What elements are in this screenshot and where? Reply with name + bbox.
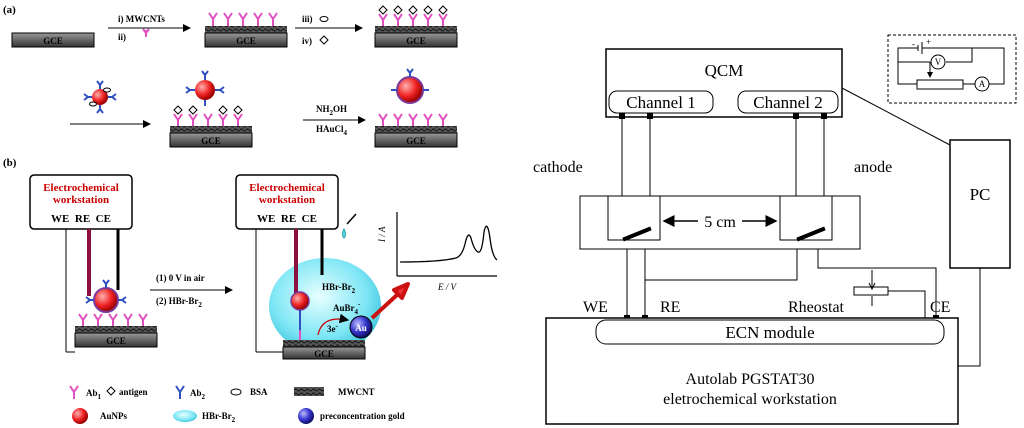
legend-aunps-label: AuNPs [100,411,128,421]
ab1-small-icon [142,28,150,37]
channel-2 [737,90,839,114]
channel-1-label: Channel 1 [626,93,695,112]
anode-crystal [796,226,826,242]
rheostat-wiper [868,270,876,291]
cathode-label: cathode [533,159,583,176]
au-label: Au [355,323,367,333]
antigen-small-icon [319,35,329,45]
qcm-pc-link [841,87,951,146]
channel-1 [608,90,714,114]
panel-b: (b) Electrochemical workstation WE RE CE… [3,157,498,360]
ecn-label: ECN module [725,323,814,342]
legend-ab2-label: Ab2 [190,388,206,401]
gce-antigen: GCE [374,5,458,48]
legend-bsa-label: BSA [250,387,268,397]
workstation-title-2: workstation [259,194,315,206]
ecn-module [595,319,945,345]
inset-ammeter: A [979,79,986,89]
inset-voltmeter: V [935,57,942,67]
setup-schematic: QCM Channel 1 Channel 2 cathode anode [533,34,1017,425]
autolab-label-1: Autolab PGSTAT30 [686,371,815,388]
electron-label: 3e- [327,322,339,334]
voltammogram: I / A E / V [377,212,498,292]
gce-label: GCE [406,136,426,146]
gce-enhanced: GCE [374,68,458,148]
legend-antigen: antigen [106,386,148,397]
gce-ab1: GCE [204,26,288,48]
pc-label: PC [970,185,991,204]
legend-gold: preconcentration gold [298,408,405,424]
panel-b-label: (b) [3,157,17,169]
workstation-title-1: Electrochemical [43,182,119,194]
gce-label: GCE [43,36,63,46]
workstation-left: Electrochemical workstation WE RE CE GCE [29,174,158,353]
panel-a-label: (a) [3,4,16,16]
gce-label: GCE [406,36,426,46]
condition-1: (1) 0 V in air [156,273,205,283]
channel-2-label: Channel 2 [753,93,822,112]
pc-box [949,139,1011,269]
legend-hbr-label: HBr-Br2 [202,411,236,424]
legend-gold-label: preconcentration gold [320,411,405,421]
legend-antigen-label: antigen [119,387,148,397]
workstation-title-2: workstation [53,194,109,206]
panel-a: (a) GCE i) MWCNTs ii) GCE iii) iv) [3,4,458,148]
re-label: RE [660,299,680,316]
anode-label: anode [854,159,892,176]
gce-label: GCE [236,36,256,46]
step-nh2oh: NH2OH [316,104,347,117]
legend-ab2: Ab2 [175,385,206,401]
aunp-conjugate-free [83,80,117,114]
workstation-title-1: Electrochemical [249,182,325,194]
ce-label: CE [930,299,950,316]
gce-label: GCE [106,336,126,346]
ab1-row [208,12,278,26]
gce-label: GCE [314,349,334,359]
bubble-hbr: HBr-Br2 [322,282,356,295]
step-mwcnts: i) MWCNTs [118,14,165,24]
gce-sandwich: GCE [169,70,253,148]
legend-ab1-label: Ab1 [86,388,102,401]
inset-plus: + [926,37,931,47]
legend-aunps: AuNPs [72,408,128,424]
step-ab1: ii) [118,32,126,42]
pc-autolab-link [958,268,981,367]
voltammogram-ylabel: I / A [377,226,387,243]
gold-particle [349,315,373,339]
legend-mwcnt: MWCNT [294,387,375,397]
hbr-droplet [269,258,381,354]
step-haucl4: HAuCl4 [316,124,348,137]
rheostat-label: Rheostat [788,299,845,316]
step-bsa: iii) [302,14,313,24]
gce-bare: GCE [11,32,95,48]
bsa-small-icon [319,16,329,22]
we-label: WE [583,299,608,316]
voltammogram-xlabel: E / V [437,282,457,292]
bubble-aubr4: AuBr4- [333,300,361,316]
signal-arrow [370,282,410,320]
legend-bsa: BSA [230,387,268,397]
distance-label: 5 cm [704,214,736,231]
workstation-right: Electrochemical workstation WE RE CE GCE… [235,174,381,360]
autolab-label-2: eletrochemical workstation [663,391,837,408]
electrodes-label: WE RE CE [51,213,111,225]
electrodes-label: WE RE CE [257,213,317,225]
condition-2: (2) HBr-Br2 [156,296,202,309]
legend-ab1: Ab1 [69,385,102,401]
legend: Ab1 antigen Ab2 BSA MWCNT AuNPs HBr-Br2 [69,385,405,424]
pipette-icon [342,213,357,239]
inset-minus: - [912,39,915,49]
inset-circuit: - + V A [887,34,1017,104]
cathode-crystal [622,226,652,242]
legend-mwcnt-label: MWCNT [338,387,375,397]
step-antigen: iv) [302,36,312,46]
qcm-label: QCM [705,61,744,80]
gce-label: GCE [201,136,221,146]
legend-hbr: HBr-Br2 [173,410,236,424]
